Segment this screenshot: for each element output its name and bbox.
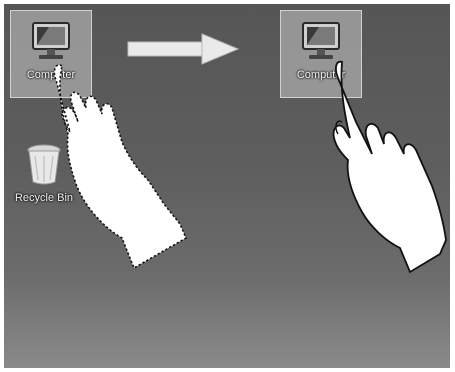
- icon-label: Computer: [26, 69, 76, 81]
- hand-pointer-after-icon: [332, 60, 447, 274]
- computer-icon-after[interactable]: Computer: [280, 10, 362, 98]
- gesture-illustration: [53, 33, 447, 274]
- trash-bin-icon: [27, 144, 61, 185]
- computer-icon-before[interactable]: Computer: [10, 10, 92, 98]
- right-arrow-icon: [127, 33, 240, 65]
- recycle-bin-icon[interactable]: Recycle Bin: [4, 134, 84, 220]
- icon-label: Recycle Bin: [14, 192, 74, 204]
- icon-label: Computer: [296, 69, 346, 81]
- computer-monitor-icon: [32, 22, 70, 59]
- computer-monitor-icon: [302, 22, 340, 59]
- hand-pointer-before-icon: [53, 64, 188, 270]
- desktop-area: Computer Recycle Bin Computer: [4, 4, 450, 368]
